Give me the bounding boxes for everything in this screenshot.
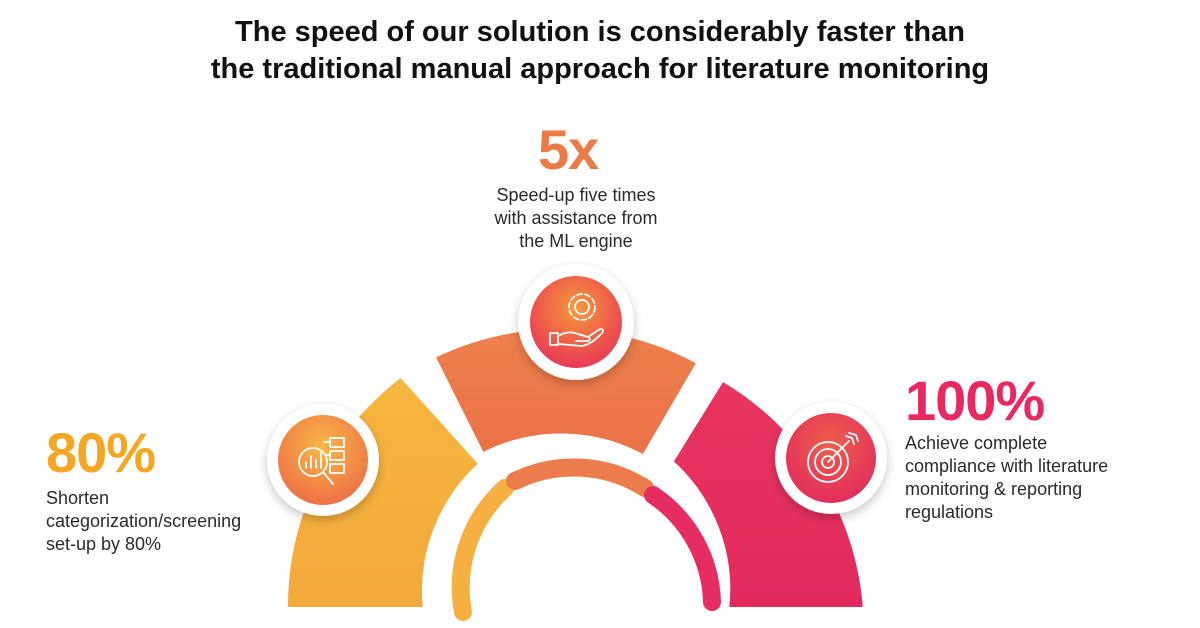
stat-value-center: 5x [538,118,599,181]
stat-desc-right-line-1: Achieve complete [905,433,1048,453]
stat-desc-right: Achieve complete compliance with literat… [905,432,1108,524]
gauge-inner-arc-center [506,458,654,497]
page-title: The speed of our solution is considerabl… [0,14,1200,88]
gauge-inner-arc-right [644,486,721,611]
stat-desc-right-line-2: compliance with literature [905,456,1109,476]
stat-desc-left: Shorten categorization/screening set-up … [46,487,241,556]
stat-desc-center-line-2: with assistance from [494,208,658,228]
gauge-segment-left [281,371,485,613]
stat-desc-center: Speed-up five times with assistance from… [470,184,682,253]
stat-desc-center-line-3: the ML engine [519,231,633,251]
target-icon-glyph [807,432,859,483]
gauge-inner-arc-left [451,479,514,621]
stat-desc-right-line-4: regulations [905,502,994,522]
data-analysis-icon-glyph [298,437,345,485]
data-analysis-icon [267,404,379,516]
stat-value-left: 80% [46,421,156,484]
title-line-2: the traditional manual approach for lite… [210,53,990,85]
gauge-segment-center [429,323,703,461]
stat-desc-center-line-1: Speed-up five times [496,185,656,205]
stat-desc-left-line-2: categorization/screening [46,511,242,531]
title-line-1: The speed of our solution is considerabl… [235,16,965,48]
stat-desc-right-line-3: monitoring & reporting [905,479,1083,499]
gear-hand-icon-glyph [549,293,605,347]
stat-desc-left-line-1: Shorten [46,488,110,508]
gear-hand-icon [518,264,634,380]
stat-value-right: 100% [905,369,1045,432]
stat-desc-left-line-3: set-up by 80% [46,534,162,554]
